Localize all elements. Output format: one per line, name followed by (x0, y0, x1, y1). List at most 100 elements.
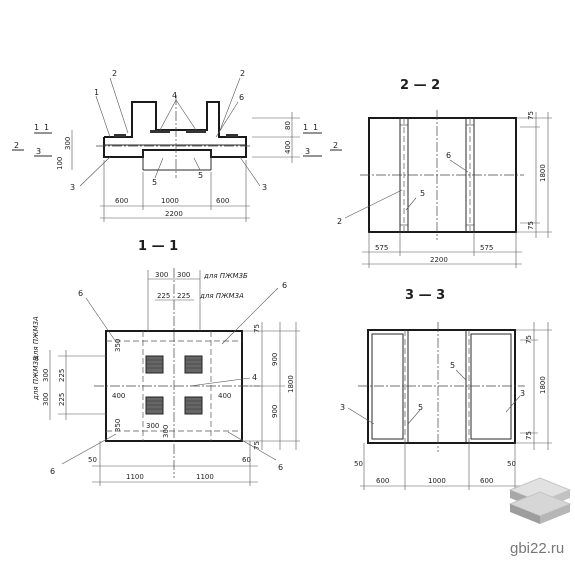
section-3-3-right-compartment (470, 333, 512, 440)
cut-mark: 3 (305, 147, 310, 156)
callout-label: 1 (94, 88, 99, 97)
dim-label: 300 (42, 393, 50, 406)
callout-label: 5 (450, 361, 455, 370)
dim-label: 1000 (161, 197, 179, 205)
dim-label: 300 (162, 425, 170, 438)
anchor-plate (184, 355, 203, 374)
cut-mark: 1 (303, 123, 308, 132)
cut-mark: 2 (14, 141, 19, 150)
dim-label: 75 (527, 221, 535, 230)
dim-label: 400 (112, 392, 125, 400)
dim-label: 600 (480, 477, 493, 485)
dim-label: 60 (242, 456, 251, 464)
dim-label: 300 (155, 271, 168, 279)
dim-label: 300 (42, 369, 50, 382)
anchor-plate (184, 396, 203, 415)
watermark-site: gbi22.ru (510, 540, 564, 557)
callout-label: 3 (340, 403, 345, 412)
dim-label: 1000 (428, 477, 446, 485)
dim-label: 225 (58, 369, 66, 382)
cut-mark: 2 (333, 141, 338, 150)
embedded-plate (150, 130, 170, 133)
plan-note: для ПЖМ3А (32, 316, 40, 361)
embedded-plate (186, 130, 206, 133)
callout-label: 3 (262, 183, 267, 192)
dim-label: 50 (354, 460, 363, 468)
plan-note: для ПЖМ3А (199, 292, 244, 300)
cut-mark: 1 (44, 123, 49, 132)
callout-label: 6 (239, 93, 244, 102)
callout-label: 4 (172, 91, 177, 100)
dim-label: 350 (114, 339, 122, 352)
dim-label: 1800 (539, 376, 547, 394)
callout-label: 2 (112, 69, 117, 78)
callout-label: 6 (282, 281, 287, 290)
callout-label: 4 (252, 373, 257, 382)
dim-label: 300 (64, 137, 72, 150)
callout-label: 5 (418, 403, 423, 412)
cut-mark: 1 (34, 123, 39, 132)
dim-label: 600 (115, 197, 128, 205)
callout-label: 2 (240, 69, 245, 78)
dim-label: 2200 (430, 256, 448, 264)
dim-label: 1100 (126, 473, 144, 481)
cut-mark: 3 (36, 147, 41, 156)
dim-label: 225 (58, 393, 66, 406)
dim-label: 300 (177, 271, 190, 279)
dim-label: 300 (146, 422, 159, 430)
callout-label: 2 (337, 217, 342, 226)
plan-note: для ПЖМ3Б (32, 356, 40, 401)
dim-label: 75 (527, 111, 535, 120)
dim-label: 400 (284, 141, 292, 154)
dim-label: 400 (218, 392, 231, 400)
dim-label: 100 (56, 157, 64, 170)
dim-label: 225 (177, 292, 190, 300)
section-1-1-slab-outline (103, 101, 247, 158)
section-3-3-left-compartment (371, 333, 404, 440)
dim-label: 50 (88, 456, 97, 464)
anchor-plate (145, 355, 164, 374)
dim-label: 1100 (196, 473, 214, 481)
dim-label: 575 (480, 244, 493, 252)
callout-label: 3 (70, 183, 75, 192)
dim-label: 75 (525, 431, 533, 440)
dim-label: 1800 (287, 375, 295, 393)
section-1-1-view: 1 2 4 2 6 3 3 5 5 1 1 2 3 1 1 2 3 300 10… (12, 69, 342, 254)
section-1-1-title: 1 — 1 (138, 239, 178, 254)
dim-label: 75 (253, 441, 261, 450)
dim-label: 225 (157, 292, 170, 300)
dim-label: 600 (216, 197, 229, 205)
embedded-plate (114, 134, 126, 137)
callout-label: 5 (420, 189, 425, 198)
dim-label: 600 (376, 477, 389, 485)
section-2-2-view: 2 — 2 2 5 6 75 1800 75 575 (337, 78, 552, 268)
cut-mark: 1 (313, 123, 318, 132)
plan-note: для ПЖМ3Б (203, 272, 248, 280)
section-3-3-view: 3 — 3 3 5 5 3 75 1800 75 50 50 600 (340, 288, 552, 490)
callout-label: 5 (198, 171, 203, 180)
section-3-3-title: 3 — 3 (405, 288, 445, 303)
callout-label: 6 (446, 151, 451, 160)
dim-label: 2200 (165, 210, 183, 218)
callout-label: 6 (78, 289, 83, 298)
callout-label: 3 (520, 389, 525, 398)
dim-label: 350 (114, 419, 122, 432)
dim-label: 1800 (539, 164, 547, 182)
dim-label: 900 (271, 405, 279, 418)
dim-label: 900 (271, 353, 279, 366)
plan-view: 300 300 для ПЖМ3Б 225 225 для ПЖМ3А для … (32, 268, 300, 486)
section-3-3-outline (367, 329, 516, 444)
callout-label: 6 (278, 463, 283, 472)
watermark-logo (508, 477, 572, 524)
anchor-plate (145, 396, 164, 415)
section-2-2-title: 2 — 2 (400, 78, 440, 93)
dim-label: 575 (375, 244, 388, 252)
embedded-plate (226, 134, 238, 137)
dim-label: 75 (253, 324, 261, 333)
dim-label: 50 (507, 460, 516, 468)
dim-label: 80 (284, 121, 292, 130)
dim-label: 75 (525, 335, 533, 344)
callout-label: 6 (50, 467, 55, 476)
callout-label: 5 (152, 178, 157, 187)
